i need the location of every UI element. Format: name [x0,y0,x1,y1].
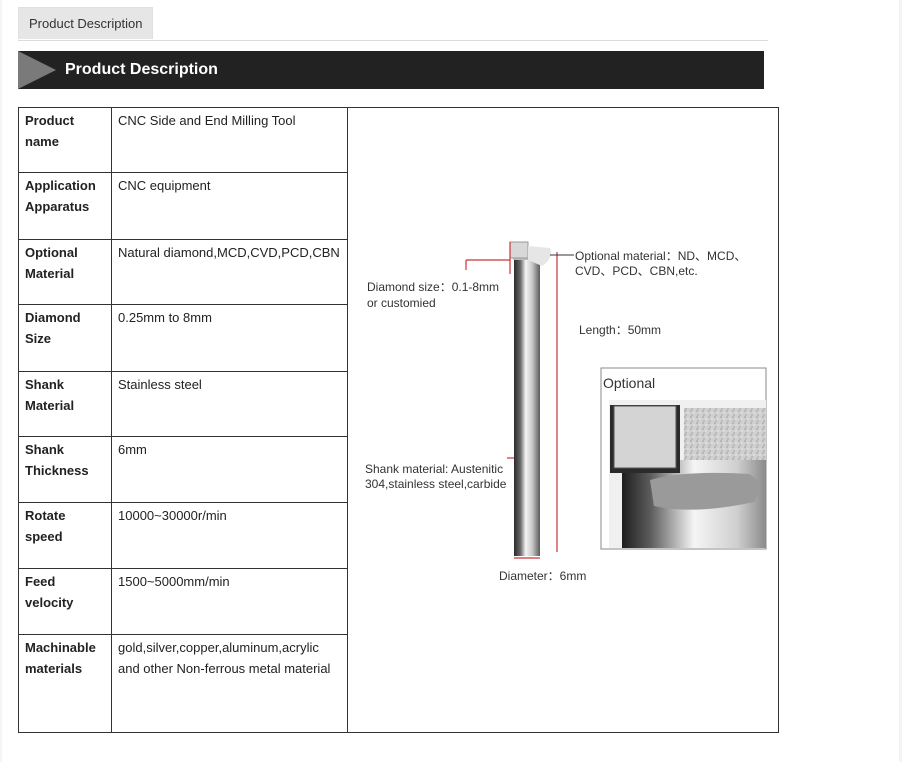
table-row: Application Apparatus CNC equipment [18,172,779,240]
optional-inset-label: Optional [603,375,655,391]
diamond-size-label-1: Diamond size：0.1-8mm [367,280,499,294]
spec-table: Product name CNC Side and End Milling To… [18,106,779,733]
tab-product-description[interactable]: Product Description [18,7,154,39]
table-row: Feed velocity 1500~5000mm/min [18,567,779,636]
table-row: Shank Material Stainless steel [18,370,779,438]
product-image-cell: Optional material：ND、MCD、 CVD、PCD、CBN,et… [347,107,779,733]
spec-value: gold,silver,copper,aluminum,acrylic and … [111,634,348,733]
tab-bar: Product Description [18,7,768,41]
spec-value: 6mm [111,436,348,504]
table-row: Shank Thickness 6mm [18,436,779,504]
triangle-icon [18,51,56,89]
optional-inset: Optional [600,367,767,550]
diamond-tip-icon [509,241,529,259]
spec-value: 1500~5000mm/min [111,567,348,636]
shank-material-label-1: Shank material: Austenitic [365,462,503,476]
product-diagram: Optional material：ND、MCD、 CVD、PCD、CBN,et… [365,241,767,583]
optional-material-label-2: CVD、PCD、CBN,etc. [575,264,698,278]
table-row: Product name CNC Side and End Milling To… [18,106,779,733]
inset-diamond-tip-icon [613,405,677,469]
spec-label: Diamond Size [18,304,112,372]
tip-chip [528,246,551,266]
spec-value: Natural diamond,MCD,CVD,PCD,CBN [111,238,348,306]
spec-label: Shank Material [18,370,112,438]
shank-material-label-2: 304,stainless steel,carbide [365,477,507,491]
spec-value: 0.25mm to 8mm [111,304,348,372]
diameter-label: Diameter：6mm [499,569,586,583]
spec-label: Application Apparatus [18,172,112,240]
section-title: Product Description [65,61,218,78]
spec-label: Feed velocity [18,567,112,636]
spec-label: Rotate speed [18,502,112,569]
table-row: Machinable materials gold,silver,copper,… [18,634,779,733]
spec-value: CNC equipment [111,172,348,240]
spec-label: Machinable materials [18,634,112,733]
spec-label: Optional Material [18,238,112,306]
spec-value: CNC Side and End Milling Tool [111,106,348,174]
tool-shank [514,258,540,556]
table-row: Optional Material Natural diamond,MCD,CV… [18,238,779,306]
spec-value: Stainless steel [111,370,348,438]
scrollbar-track[interactable] [899,0,902,762]
spec-label: Product name [18,106,112,174]
length-label: Length：50mm [579,323,661,337]
section-banner: Product Description [18,51,764,89]
spec-label: Shank Thickness [18,436,112,504]
optional-material-label-1: Optional material：ND、MCD、 [575,249,746,263]
table-row: Diamond Size 0.25mm to 8mm [18,304,779,372]
spec-value: 10000~30000r/min [111,502,348,569]
inset-cutting-face [650,472,759,510]
page-left-border [0,0,2,762]
diamond-size-label-2: or customied [367,296,436,310]
